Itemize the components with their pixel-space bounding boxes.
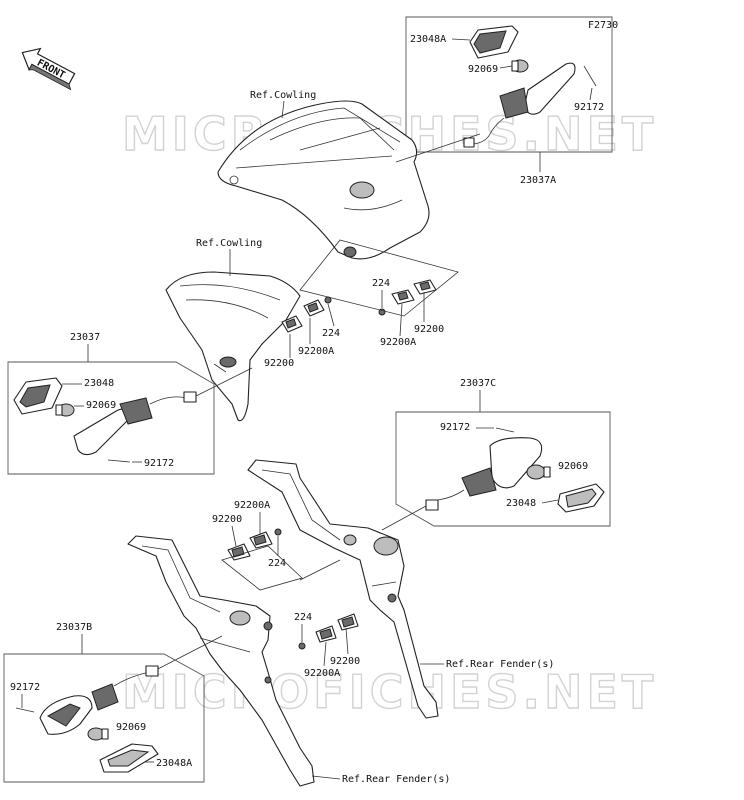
screw-92172-bottom <box>15 707 35 713</box>
kit-box-23037 <box>7 361 215 475</box>
label-224-lower: 224 <box>268 558 286 569</box>
watermark-bottom: MICROFICHES.NET <box>122 665 657 719</box>
turn-signal-23037B <box>39 665 159 735</box>
label-23048-right: 23048 <box>506 498 536 509</box>
label-92069-right: 92069 <box>558 461 588 472</box>
diagram-id: F2730 <box>588 20 618 31</box>
label-92200A-upper-left: 92200A <box>298 346 334 357</box>
label-23037A: 23037A <box>520 175 556 186</box>
rear-fender-left <box>127 535 315 787</box>
lens-23048A-top <box>469 25 519 59</box>
grommet-set-lower-right <box>298 613 359 650</box>
label-92172-left: 92172 <box>144 458 174 469</box>
bulb-92069-top <box>511 59 529 73</box>
label-92200A-lower-right: 92200A <box>304 668 340 679</box>
grommet-set-upper-right <box>378 279 437 316</box>
label-92069-left: 92069 <box>86 400 116 411</box>
cowling-upper <box>217 100 430 260</box>
label-92200-upper-left: 92200 <box>264 358 294 369</box>
label-ref-rear-fender-bottom: Ref.Rear Fender(s) <box>342 774 450 785</box>
label-23048A-top: 23048A <box>410 34 446 45</box>
bulb-92069-right <box>526 464 551 480</box>
label-92200-lower: 92200 <box>212 514 242 525</box>
label-92069-top: 92069 <box>468 64 498 75</box>
cowling-middle <box>165 271 301 422</box>
label-92172-top: 92172 <box>574 102 604 113</box>
turn-signal-23037C <box>425 437 543 511</box>
label-92200-lower-right: 92200 <box>330 656 360 667</box>
label-224-lower-right: 224 <box>294 612 312 623</box>
grommet-set-upper-left <box>281 296 332 333</box>
label-23037B: 23037B <box>56 622 92 633</box>
kit-box-23037B <box>3 653 205 783</box>
label-92069-bottom: 92069 <box>116 722 146 733</box>
screw-92172-left <box>107 459 131 463</box>
label-92172-right: 92172 <box>440 422 470 433</box>
label-92200-upper-right: 92200 <box>414 324 444 335</box>
turn-signal-23037A <box>463 62 576 148</box>
rear-fender-right <box>247 459 439 719</box>
bulb-92069-bottom <box>87 727 109 741</box>
label-23037: 23037 <box>70 332 100 343</box>
front-arrow-icon: FRONT <box>21 47 76 91</box>
kit-box-23037C <box>395 411 611 527</box>
lens-23048-left <box>13 377 63 415</box>
screw-92172-right <box>495 427 515 433</box>
label-224-upper-left: 224 <box>322 328 340 339</box>
label-23048-left: 23048 <box>84 378 114 389</box>
label-23048A-bottom: 23048A <box>156 758 192 769</box>
label-ref-cowling-top: Ref.Cowling <box>250 90 316 101</box>
lens-23048-right <box>557 483 605 513</box>
label-224-upper-right: 224 <box>372 278 390 289</box>
label-92200A-upper-right: 92200A <box>380 337 416 348</box>
label-ref-rear-fender-right: Ref.Rear Fender(s) <box>446 659 554 670</box>
label-92172-bottom: 92172 <box>10 682 40 693</box>
kit-box-23037A <box>405 16 613 153</box>
screw-92172-top <box>583 65 597 87</box>
label-92200A-lower: 92200A <box>234 500 270 511</box>
turn-signal-23037 <box>73 391 197 456</box>
bulb-92069-left <box>55 403 75 417</box>
lens-23048A-bottom <box>99 743 159 773</box>
label-ref-cowling-mid: Ref.Cowling <box>196 238 262 249</box>
label-23037C: 23037C <box>460 378 496 389</box>
